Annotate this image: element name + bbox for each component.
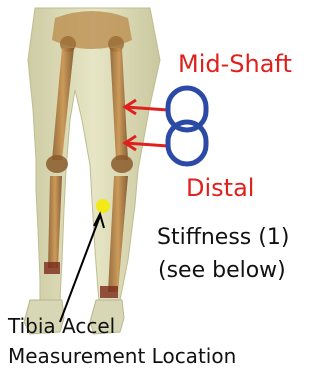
tibia-accel-label: Tibia Accel	[8, 316, 115, 336]
pelvis-bone	[52, 11, 132, 52]
stiffness-label: Stiffness (1)	[157, 227, 289, 249]
mid-shaft-label: Mid-Shaft	[178, 52, 292, 76]
stacked-rings-icon	[168, 88, 206, 164]
distal-label: Distal	[186, 176, 254, 200]
measurement-location-label: Measurement Location	[8, 346, 236, 366]
body-silhouette	[24, 8, 160, 334]
see-below-label: (see below)	[158, 260, 286, 282]
measurement-dot-icon	[96, 199, 110, 213]
